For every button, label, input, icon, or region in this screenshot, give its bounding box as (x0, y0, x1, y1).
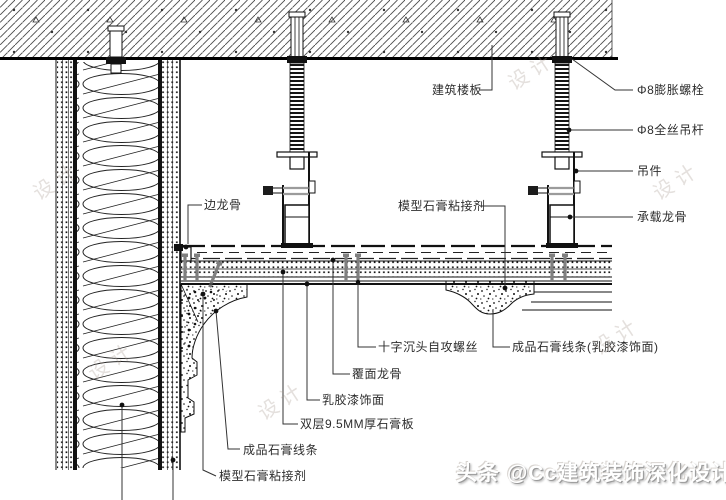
label-floor-slab: 建筑楼板 (432, 83, 483, 97)
label-double-gypsum-board: 双层9.5MM厚石膏板 (300, 417, 415, 431)
corner-gypsum-molding (180, 283, 248, 433)
label-edge-keel: 边龙骨 (204, 198, 242, 212)
wall-section (55, 60, 181, 470)
label-cross-screw: 十字沉头自攻螺丝 (378, 340, 479, 354)
label-gypsum-adhesive-top: 模型石膏粘接剂 (398, 199, 486, 213)
label-load-bearing-keel: 承载龙骨 (637, 210, 688, 224)
wall-top-bolt (106, 25, 126, 74)
label-hanger: 吊件 (637, 164, 663, 178)
label-expansion-bolt: Φ8膨胀螺栓 (637, 83, 705, 97)
wall-insulation-coil (77, 62, 158, 468)
floor-slab-section (0, 0, 618, 60)
linear-gypsum-molding (445, 280, 612, 315)
label-full-thread-rod: Φ8全丝吊杆 (637, 123, 705, 137)
ceiling-layers (174, 244, 612, 285)
label-covering-keel: 覆面龙骨 (352, 367, 403, 381)
label-latex-paint-finish: 乳胶漆饰面 (322, 393, 385, 407)
leader-lines (121, 45, 633, 500)
byline-watermark: 头条 @Cc建筑装饰深化设计 (456, 462, 726, 485)
label-gypsum-adhesive-bottom: 模型石膏粘接剂 (219, 469, 307, 483)
label-finished-molding: 成品石膏线条 (243, 443, 319, 457)
label-finished-molding-paint: 成品石膏线条(乳胶漆饰面) (512, 340, 659, 354)
leader-dots (119, 127, 579, 463)
